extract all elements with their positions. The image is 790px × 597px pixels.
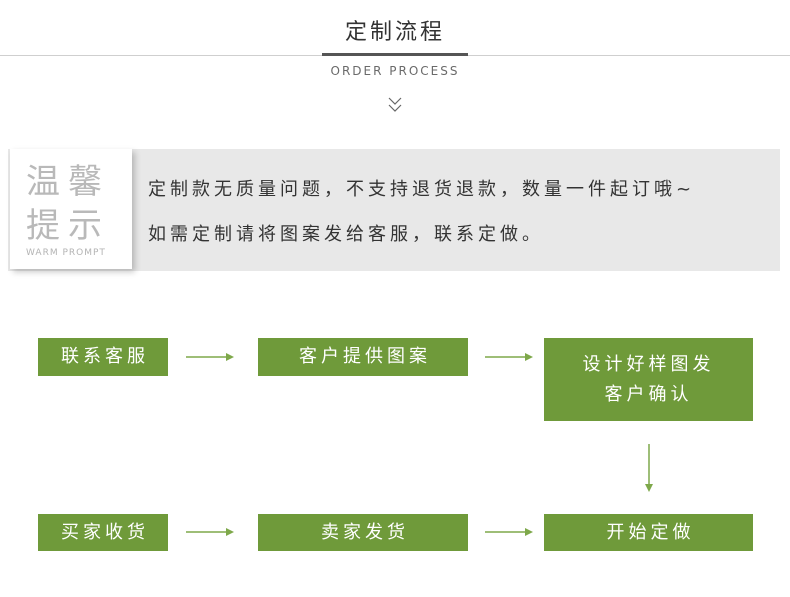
notice-panel <box>8 149 780 271</box>
step-seller-ship: 卖家发货 <box>258 514 468 551</box>
step-design-confirm: 设计好样图发客户确认 <box>544 338 753 421</box>
notice-line: 如需定制请将图案发给客服，联系定做。 <box>148 224 544 245</box>
arrow-right-icon <box>485 353 533 361</box>
notice-subtitle: WARM PROMPT <box>26 248 106 258</box>
arrow-right-icon <box>186 528 234 536</box>
page-subtitle: ORDER PROCESS <box>330 64 460 78</box>
arrow-right-icon <box>485 528 533 536</box>
notice-line: 定制款无质量问题，不支持退货退款，数量一件起订哦~ <box>148 179 696 200</box>
header-underline <box>322 53 468 56</box>
double-chevron-down-icon <box>388 97 402 112</box>
notice-text: 定制款无质量问题，不支持退货退款，数量一件起订哦~ 如需定制请将图案发给客服，联… <box>148 167 773 257</box>
step-provide-pattern: 客户提供图案 <box>258 338 468 376</box>
arrow-down-icon <box>645 444 653 492</box>
step-start-production: 开始定做 <box>544 514 753 551</box>
notice-card: 温馨提示 WARM PROMPT <box>10 149 132 269</box>
page-title: 定制流程 <box>344 20 445 45</box>
step-buyer-receive: 买家收货 <box>38 514 168 551</box>
notice-title: 温馨提示 <box>26 162 110 246</box>
step-contact-service: 联系客服 <box>38 338 168 376</box>
arrow-right-icon <box>186 353 234 361</box>
